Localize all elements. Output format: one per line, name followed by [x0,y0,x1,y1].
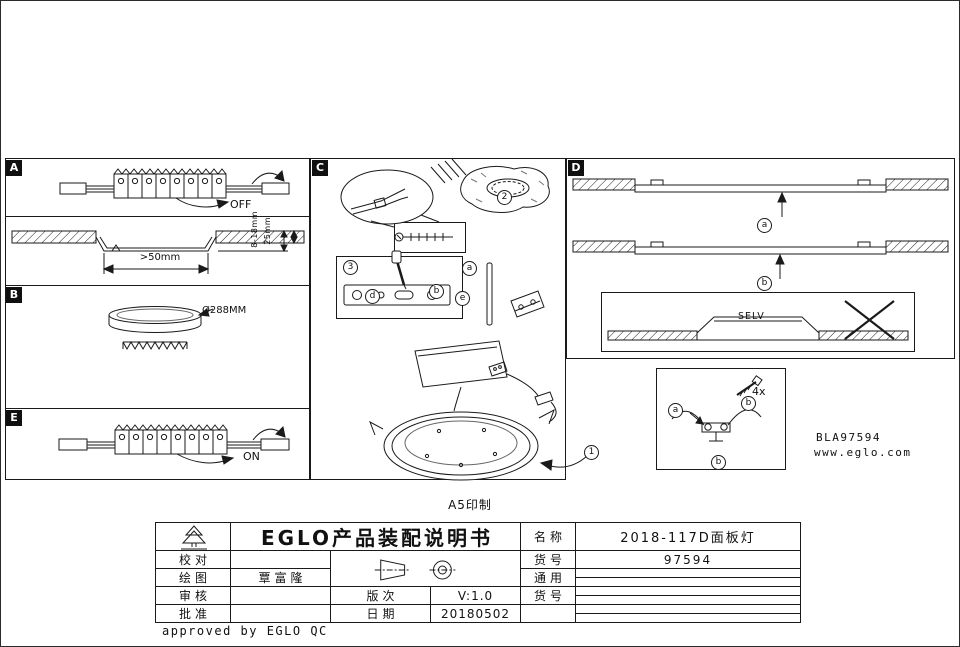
switch-on-label: ON [243,450,260,463]
option-a-badge: a [757,218,772,233]
item2-value-blank [576,587,801,605]
version-label: 版次 [331,587,431,605]
titleblock-title: EGLO产品装配说明书 [231,523,521,551]
approve-label: 批准 [156,605,231,623]
panel-a-chip: A [6,160,22,176]
clip-detail-diagram [671,375,763,442]
product-code-text: BLA97594 [816,431,881,444]
divider-a [5,216,310,217]
panel-a-terminal-diagram [59,168,290,209]
thickness-dimension-label: 8-18mm [250,211,259,248]
date-value: 20180502 [431,605,521,623]
name-value: 2018-117D面板灯 [576,523,801,551]
tree-logo-icon [180,524,207,549]
panel-b-chip: B [6,287,22,303]
review-label: 审核 [156,587,231,605]
bottom-right-value-blank [576,605,801,623]
panel-e-chip: E [6,410,22,426]
part-a-badge-detail: a [668,403,683,418]
titleblock-table: EGLO产品装配说明书 名称 2018-117D面板灯 校对 货号 97594 … [155,522,801,623]
clearance-dimension-label: >50mm [139,252,181,263]
date-label: 日期 [331,605,431,623]
panel-d-chip: D [568,160,584,176]
panel-c-assembly-diagram [340,158,588,481]
part-b-badge-detail: b [741,396,756,411]
approved-note: approved by EGLO QC [162,624,328,638]
projection-symbol-cell [331,551,521,587]
panel-b-diameter-diagram [108,306,214,351]
review-value-blank [231,587,331,605]
wire-detail-frame [394,222,466,253]
panel-d-frame [566,158,955,359]
name-label: 名称 [521,523,576,551]
panel-c-frame [310,158,566,480]
item-label: 货号 [521,551,576,569]
approve-value-blank [231,605,331,623]
part-d-badge-c: d [365,289,380,304]
bottom-right-label-blank [521,605,576,623]
draft-value: 覃富隆 [231,569,331,587]
panel-d-sections-diagram [572,178,949,279]
screw-quantity-label: 4x [752,385,766,398]
panel-a-cross-section-diagram [11,229,305,274]
check-value-blank [231,551,331,569]
part-e-badge-c: e [455,291,470,306]
item2-label: 货号 [521,587,576,605]
logo-cell [156,523,231,551]
selv-warning-frame [601,292,915,352]
panel-column-left [5,158,310,480]
general-label: 通用 [521,569,576,587]
check-label: 校对 [156,551,231,569]
selv-marking-label: SELV [738,311,765,322]
step-1-badge: 1 [584,445,599,460]
step-2-badge: 2 [497,190,512,205]
projection-symbol-icon [374,558,456,581]
divider-e [5,408,310,409]
selv-warning-diagram [607,300,909,341]
draft-label: 绘图 [156,569,231,587]
part-b2-badge-detail: b [711,455,726,470]
panel-c-chip: C [312,160,328,176]
print-size-note: A5印制 [448,498,492,512]
option-b-badge: b [757,276,772,291]
panel-e-terminal-diagram [58,424,290,465]
part-b-badge-c: b [429,284,444,299]
part-a-badge-c: a [462,261,477,276]
item-value: 97594 [576,551,801,569]
switch-off-label: OFF [230,198,252,211]
step-3-badge: 3 [343,260,358,275]
general-value-blank [576,569,801,587]
diameter-dimension-label: Ø288MM [202,305,247,316]
divider-b [5,285,310,286]
version-value: V:1.0 [431,587,521,605]
website-text: www.eglo.com [814,446,912,459]
depth-dimension-label: 25mm [263,217,272,245]
